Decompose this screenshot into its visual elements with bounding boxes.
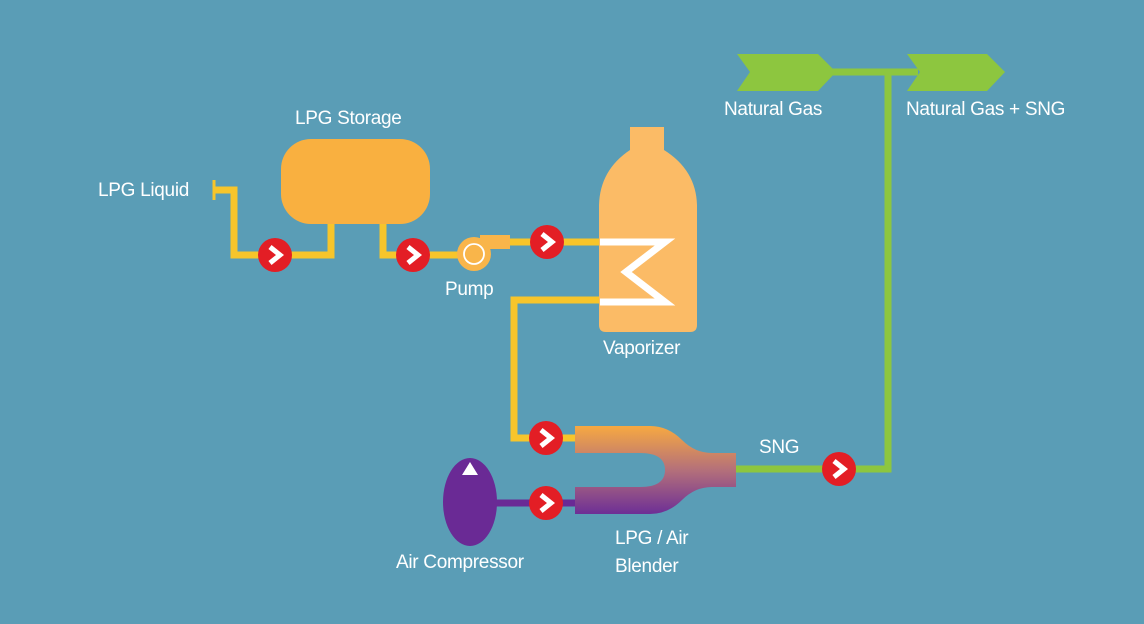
pump-label: Pump <box>445 279 494 300</box>
blender-label-line2: Blender <box>615 556 679 577</box>
natural-gas-flag <box>737 54 836 91</box>
valve-chevron-icon <box>822 452 856 486</box>
valve-chevron-icon <box>529 421 563 455</box>
valve-chevron-icon <box>529 486 563 520</box>
blender-label-line1: LPG / Air <box>615 528 689 549</box>
valve-chevron-icon <box>396 238 430 272</box>
air-compressor-label: Air Compressor <box>396 552 524 573</box>
lpg-storage-tank <box>281 139 430 224</box>
vaporizer-to-blender-pipe <box>510 296 600 442</box>
lpg-liquid-label: LPG Liquid <box>98 180 190 201</box>
vaporizer <box>599 127 697 332</box>
pump <box>457 235 510 271</box>
compressor-arrow-icon <box>462 462 478 475</box>
vaporizer-label: Vaporizer <box>603 338 681 359</box>
lpg-storage-label: LPG Storage <box>295 108 402 129</box>
sng-pipe <box>736 72 892 473</box>
natural-gas-label: Natural Gas <box>724 99 823 120</box>
vaporizer-coil <box>600 238 676 306</box>
flow-valves <box>258 225 856 520</box>
valve-chevron-icon <box>258 238 292 272</box>
sng-label: SNG <box>759 437 800 458</box>
valve-chevron-icon <box>530 225 564 259</box>
lpg-inlet-pipe <box>213 186 335 259</box>
natural-gas-sng-label: Natural Gas + SNG <box>906 99 1066 120</box>
lpg-air-blender <box>575 426 736 514</box>
gas-pipes <box>736 68 918 473</box>
natural-gas-sng-flag <box>907 54 1005 91</box>
storage-outlet-pipe <box>379 222 470 259</box>
